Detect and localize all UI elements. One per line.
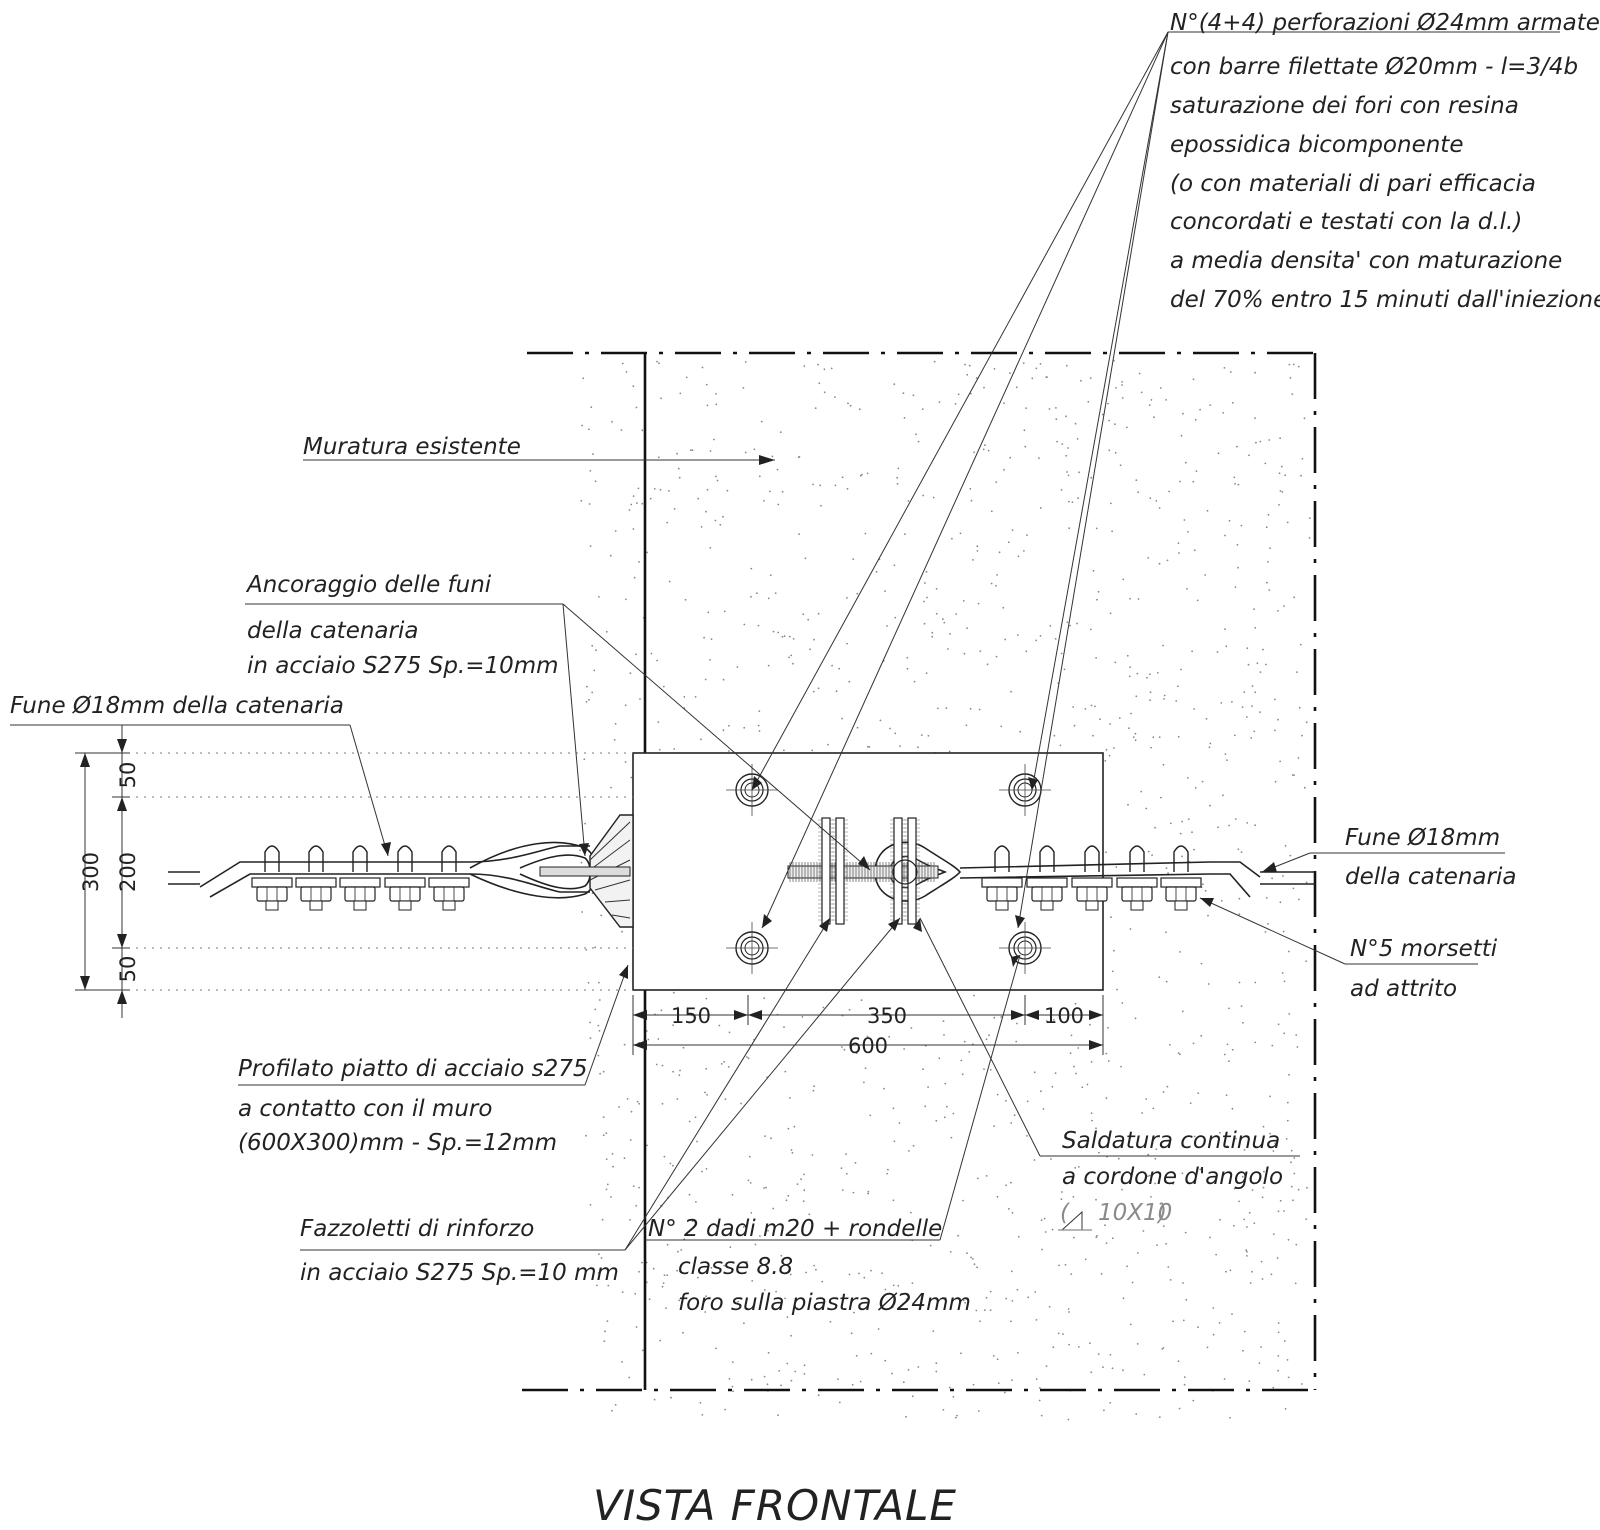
- dim-150: 150: [671, 1004, 711, 1028]
- clamp-8: [1071, 845, 1113, 911]
- bolt-hole-4: [999, 922, 1051, 974]
- note-ancoraggio: Ancoraggio delle funi della catenaria in…: [245, 572, 559, 679]
- note-perforazioni-line-1: N°(4+4) perforazioni Ø24mm armate: [1170, 10, 1600, 36]
- masonry-hatch: [579, 359, 1311, 1421]
- note-fune-right: Fune Ø18mm della catenaria: [1345, 825, 1516, 890]
- note-perforazioni: N°(4+4) perforazioni Ø24mm armate con ba…: [1170, 10, 1600, 313]
- note-dadi-line-2: classe 8.8: [678, 1254, 793, 1280]
- note-dadi-line-1: N° 2 dadi m20 + rondelle: [648, 1216, 942, 1242]
- note-muratura: Muratura esistente: [303, 434, 521, 460]
- clamp-10: [1160, 845, 1202, 911]
- note-profilato-line-3: (600X300)mm - Sp.=12mm: [238, 1130, 557, 1156]
- clamp-1: [251, 845, 293, 911]
- threaded-bar-with-nuts: [787, 817, 939, 925]
- note-morsetti-line-2: ad attrito: [1350, 976, 1457, 1002]
- note-perforazioni-line-7: a media densita' con maturazione: [1170, 248, 1562, 274]
- note-perforazioni-line-2: con barre filettate Ø20mm - l=3/4b: [1170, 54, 1578, 80]
- note-morsetti: N°5 morsetti ad attrito: [1350, 936, 1498, 1002]
- note-profilato-line-2: a contatto con il muro: [238, 1096, 492, 1122]
- note-profilato: Profilato piatto di acciaio s275 a conta…: [238, 1056, 587, 1156]
- clamp-6: [981, 845, 1023, 911]
- note-fune-right-line-1: Fune Ø18mm: [1345, 825, 1500, 851]
- anchorage-gusset: [539, 814, 634, 928]
- note-saldatura: Saldatura continua a cordone d'angolo ( …: [1060, 1128, 1283, 1226]
- note-fazzoletti-line-1: Fazzoletti di rinforzo: [300, 1216, 534, 1242]
- note-perforazioni-line-6: concordati e testati con la d.l.): [1170, 209, 1522, 235]
- clamp-3: [339, 845, 381, 911]
- drawing-title: VISTA FRONTALE: [593, 1481, 957, 1530]
- dim-300: 300: [79, 852, 103, 892]
- note-perforazioni-line-4: epossidica bicomponente: [1170, 132, 1463, 158]
- note-saldatura-line-2: a cordone d'angolo: [1062, 1164, 1283, 1190]
- dim-600: 600: [848, 1034, 888, 1058]
- note-perforazioni-line-3: saturazione dei fori con resina: [1170, 93, 1519, 119]
- bolt-axis-lines: [120, 752, 633, 991]
- left-cable: [168, 841, 598, 899]
- clamp-9: [1116, 845, 1158, 911]
- svg-text:): ): [1156, 1200, 1167, 1226]
- note-perforazioni-line-5: (o con materiali di pari efficacia: [1170, 171, 1536, 197]
- note-dadi: N° 2 dadi m20 + rondelle classe 8.8 foro…: [648, 1216, 971, 1316]
- dim-50-top: 50: [116, 762, 140, 789]
- note-fazzoletti: Fazzoletti di rinforzo in acciaio S275 S…: [300, 1216, 619, 1286]
- note-ancoraggio-line-3: in acciaio S275 Sp.=10mm: [247, 653, 559, 679]
- note-morsetti-line-1: N°5 morsetti: [1350, 936, 1498, 962]
- clamp-5: [428, 845, 470, 911]
- note-fune-left: Fune Ø18mm della catenaria: [10, 693, 344, 719]
- dim-200: 200: [116, 852, 140, 892]
- note-saldatura-symbol: 10X10: [1098, 1200, 1172, 1226]
- note-dadi-line-3: foro sulla piastra Ø24mm: [678, 1290, 971, 1316]
- clamp-7: [1026, 845, 1068, 911]
- horizontal-dimensions: [632, 995, 1104, 1055]
- note-ancoraggio-line-2: della catenaria: [247, 618, 418, 644]
- note-fazzoletti-line-2: in acciaio S275 Sp.=10 mm: [300, 1260, 619, 1286]
- note-profilato-line-1: Profilato piatto di acciaio s275: [238, 1056, 587, 1082]
- note-ancoraggio-line-1: Ancoraggio delle funi: [245, 572, 492, 598]
- dim-50-bottom: 50: [116, 956, 140, 983]
- leader-lines: [10, 31, 1560, 1251]
- note-perforazioni-line-8: del 70% entro 15 minuti dall'iniezione: [1170, 287, 1600, 313]
- svg-text:(: (: [1060, 1200, 1070, 1226]
- bolt-hole-2: [726, 922, 778, 974]
- vertical-dimensions: [75, 725, 130, 1018]
- clamp-2: [295, 845, 337, 911]
- note-saldatura-line-1: Saldatura continua: [1062, 1128, 1280, 1154]
- dim-350: 350: [867, 1004, 907, 1028]
- note-fune-right-line-2: della catenaria: [1345, 864, 1516, 890]
- friction-clamps: [251, 845, 1202, 911]
- clamp-4: [384, 845, 426, 911]
- dim-100: 100: [1044, 1004, 1084, 1028]
